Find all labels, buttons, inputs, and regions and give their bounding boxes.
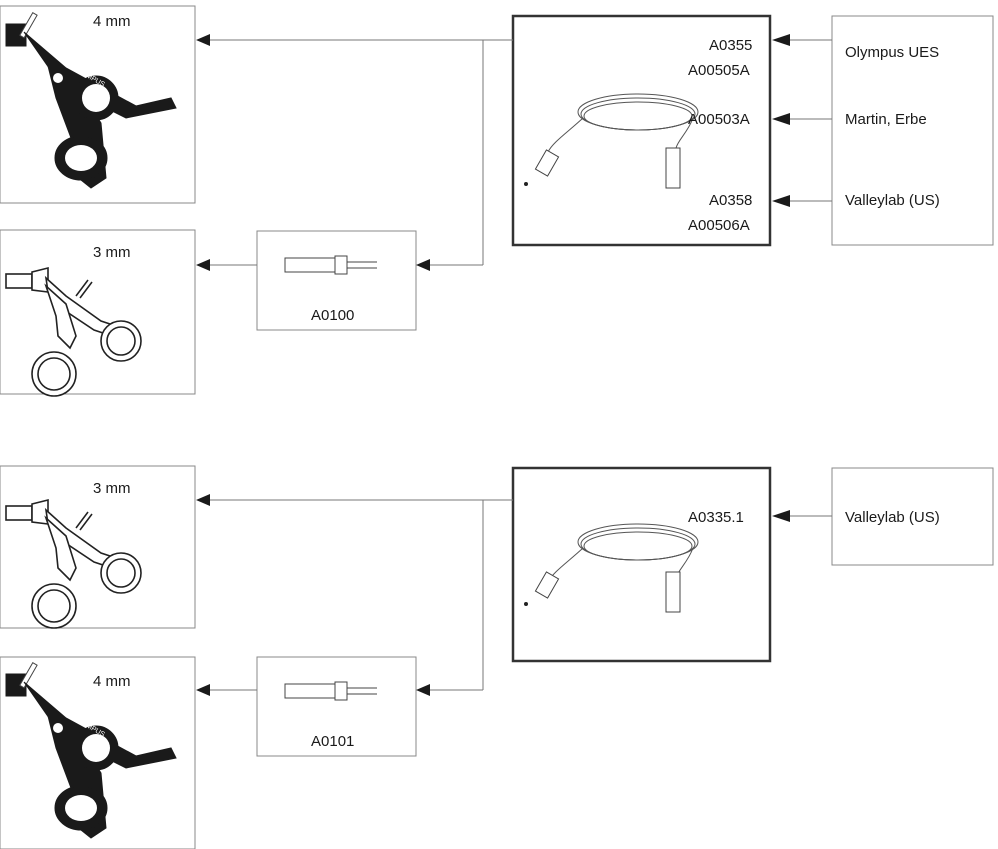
cable-box-bottom (511, 466, 772, 663)
cable-code-a0335-1: A0335.1 (688, 509, 744, 526)
top-upper-size-label: 4 mm (93, 13, 131, 30)
arrow-icon (772, 510, 790, 522)
adapter-code-bottom: A0101 (311, 733, 354, 750)
adapter-code-top: A0100 (311, 307, 354, 324)
bottom-upper-size-label: 3 mm (93, 480, 131, 497)
bottom-lower-size-label: 4 mm (93, 673, 131, 690)
generator-martin-erbe: Martin, Erbe (845, 111, 927, 128)
cable-code-a0358: A0358 (709, 192, 752, 209)
arrow-icon (772, 113, 790, 125)
adapter-plug-icon (284, 255, 377, 275)
coiled-cable-icon (524, 523, 699, 613)
cable-box-top (511, 14, 772, 247)
top-lower-size-label: 3 mm (93, 244, 131, 261)
arrow-icon (772, 34, 790, 46)
generator-valleylab-top: Valleylab (US) (845, 192, 940, 209)
arrow-icon (196, 494, 210, 506)
generator-valleylab-bottom: Valleylab (US) (845, 509, 940, 526)
cable-code-a00503a: A00503A (688, 111, 750, 128)
arrow-icon (196, 259, 210, 271)
arrow-icon (196, 684, 210, 696)
arrow-icon (416, 259, 430, 271)
arrow-icon (196, 34, 210, 46)
cable-code-a0355: A0355 (709, 37, 752, 54)
arrow-icon (416, 684, 430, 696)
generator-olympus-ues: Olympus UES (845, 44, 939, 61)
adapter-box-bottom (256, 656, 417, 757)
arrow-icon (772, 195, 790, 207)
cable-code-a00506a: A00506A (688, 217, 750, 234)
cable-code-a00505a: A00505A (688, 62, 750, 79)
adapter-box-top (256, 230, 417, 331)
coiled-cable-icon (524, 93, 699, 189)
adapter-plug-icon (284, 681, 377, 701)
generator-box-top (831, 15, 994, 246)
generator-box-bottom (831, 467, 994, 566)
